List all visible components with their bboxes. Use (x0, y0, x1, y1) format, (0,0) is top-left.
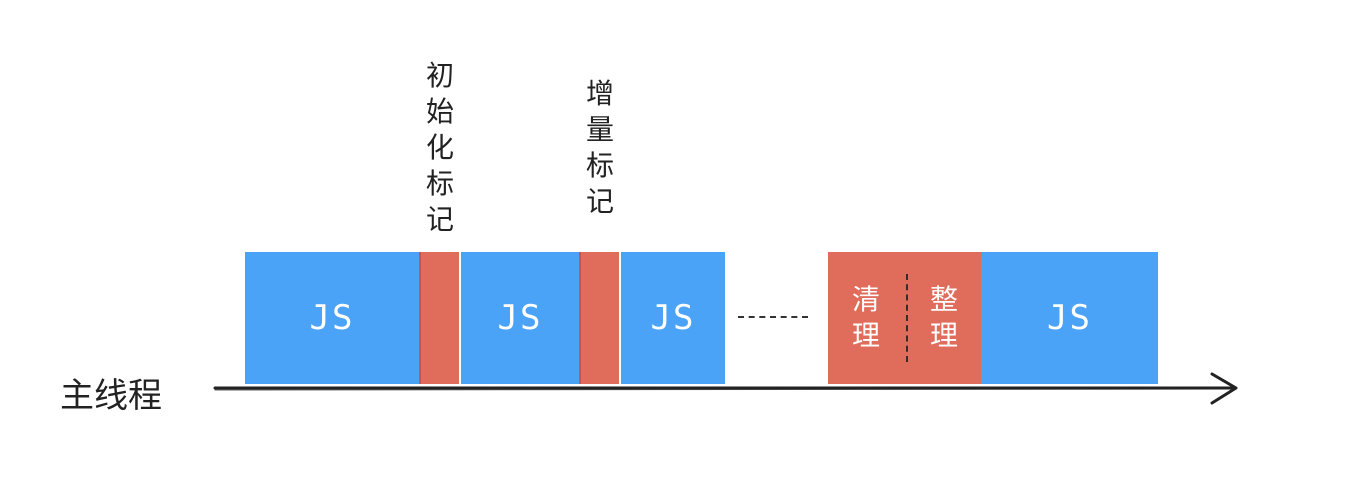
label-char: 理 (851, 319, 880, 352)
js-block-3: JS (621, 252, 725, 384)
label-char: 标 (425, 167, 454, 200)
label-char: 增 (585, 77, 614, 110)
js-block-4: JS (981, 252, 1158, 384)
js-label: JS (1047, 298, 1092, 338)
js-label: JS (497, 298, 543, 338)
js-label: JS (309, 298, 355, 338)
gc-divider (906, 274, 908, 362)
sweep-label: 清 理 (848, 252, 884, 384)
label-char: 清 (851, 283, 880, 316)
label-char: 理 (929, 319, 958, 352)
label-char: 量 (585, 113, 614, 146)
axis-line-texture (214, 388, 1231, 391)
label-char: 整 (929, 283, 958, 316)
compact-label: 整 理 (926, 252, 962, 384)
ellipsis-dashes (738, 316, 808, 318)
label-char: 记 (585, 185, 614, 218)
incremental-marking-label: 增 量 标 记 (580, 76, 620, 220)
label-char: 始 (425, 95, 454, 128)
gc-block: 清 理 整 理 (828, 252, 981, 384)
label-char: 记 (425, 203, 454, 236)
initial-marking-label: 初 始 化 标 记 (420, 58, 460, 238)
js-block-1: JS (245, 252, 419, 384)
label-char: 标 (585, 149, 614, 182)
axis-arrowhead (1210, 372, 1238, 405)
label-char: 初 (425, 59, 454, 92)
main-thread-label: 主线程 (60, 376, 162, 416)
js-label: JS (650, 298, 696, 338)
js-block-2: JS (461, 252, 579, 384)
incremental-marking-block (579, 252, 621, 384)
initial-marking-block (419, 252, 461, 384)
label-char: 化 (425, 131, 454, 164)
